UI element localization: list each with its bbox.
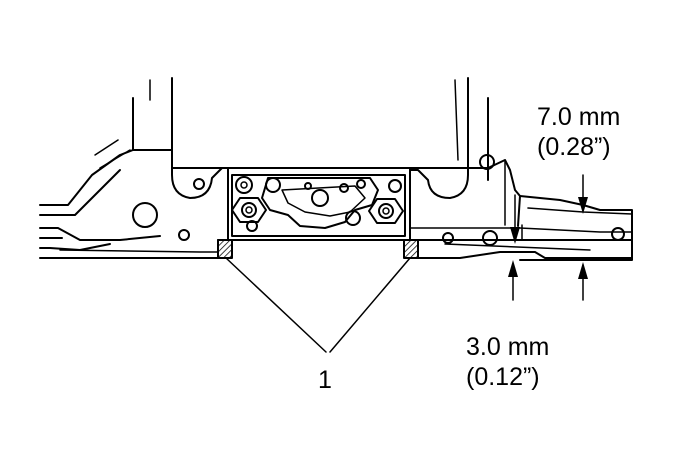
dimension-label-top-mm: 7.0 mm — [537, 103, 621, 131]
sealant-bead-left — [218, 240, 232, 258]
dimension-label-top-in: (0.28”) — [537, 133, 611, 161]
callout-number-label: 1 — [318, 366, 332, 394]
dimension-arrow-3mm — [508, 260, 518, 300]
oil-pan-rail — [40, 240, 632, 258]
callout-leader-lines — [226, 258, 410, 352]
left-cylinder-bore-wall — [133, 78, 228, 198]
right-block-body — [410, 155, 632, 260]
dimension-arrow-7mm — [510, 175, 588, 300]
dimension-label-bottom-mm: 3.0 mm — [466, 333, 550, 361]
dimension-label-bottom-in: (0.12”) — [466, 363, 540, 391]
left-block-body — [40, 130, 204, 250]
sealant-bead-right — [404, 240, 418, 258]
oil-pump-housing — [228, 168, 410, 236]
right-cylinder-bore-wall — [410, 78, 488, 198]
